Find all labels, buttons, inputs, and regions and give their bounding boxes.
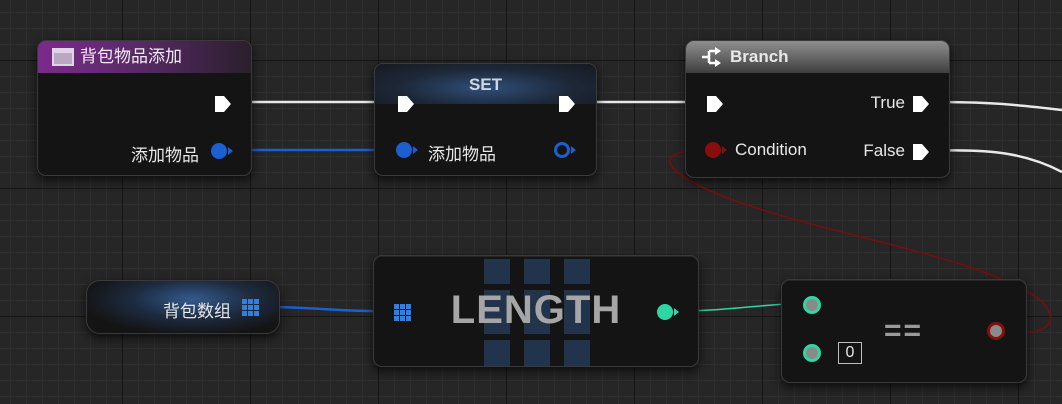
array-variable-node[interactable]: 背包数组 [86, 280, 280, 334]
event-icon [52, 48, 74, 66]
set-object-in-pin[interactable] [396, 142, 412, 158]
length-array-in-pin[interactable] [394, 304, 411, 321]
branch-condition-pin[interactable] [705, 142, 721, 158]
equal-bool-out-pin[interactable] [987, 322, 1005, 340]
set-object-out-arrow [571, 146, 576, 154]
branch-node-header[interactable]: Branch [686, 41, 949, 73]
branch-exec-in-pin[interactable] [706, 95, 724, 113]
branch-icon [702, 47, 721, 67]
set-exec-out-pin[interactable] [558, 95, 576, 113]
branch-condition-label: Condition [735, 140, 807, 159]
array-watermark [524, 259, 550, 366]
watermark-gap [484, 284, 590, 290]
array-watermark [484, 259, 510, 366]
branch-true-label: True [870, 93, 905, 112]
exec-out-pin[interactable] [214, 95, 232, 113]
branch-node[interactable]: Branch True Condition False [685, 40, 950, 178]
branch-false-out-pin[interactable] [912, 143, 930, 161]
watermark-gap [484, 334, 590, 340]
set-exec-in-pin[interactable] [397, 95, 415, 113]
set-node-title: SET [468, 75, 503, 94]
equal-input-b-pin[interactable] [803, 344, 821, 362]
array-variable-label: 背包数组 [163, 302, 231, 321]
length-integer-out-pin[interactable] [657, 304, 673, 320]
branch-node-title: Branch [730, 47, 789, 66]
length-node-title: LENGTH [450, 288, 622, 332]
length-integer-out-arrow [674, 308, 679, 316]
event-node-title: 背包物品添加 [80, 47, 182, 66]
array-watermark [564, 259, 590, 366]
event-node[interactable]: 背包物品添加 添加物品 [37, 40, 252, 176]
equal-input-a-pin[interactable] [803, 296, 821, 314]
equal-node-symbol: == [884, 314, 924, 347]
set-object-out-pin[interactable] [554, 142, 570, 158]
length-node[interactable]: LENGTH [373, 255, 699, 367]
branch-false-label: False [863, 141, 905, 160]
set-object-in-arrow [413, 146, 418, 154]
object-out-pin[interactable] [211, 143, 227, 159]
event-output-pin-label: 添加物品 [131, 146, 199, 165]
set-input-pin-label: 添加物品 [428, 145, 496, 164]
branch-condition-arrow [722, 146, 727, 154]
array-icon[interactable] [242, 299, 259, 316]
equal-default-value-field[interactable]: 0 [838, 342, 862, 364]
branch-true-out-pin[interactable] [912, 95, 930, 113]
set-node[interactable]: SET 添加物品 [374, 63, 597, 176]
event-node-header[interactable]: 背包物品添加 [38, 41, 251, 73]
object-out-arrow [228, 147, 233, 155]
equal-node[interactable]: 0 == [781, 279, 1027, 383]
